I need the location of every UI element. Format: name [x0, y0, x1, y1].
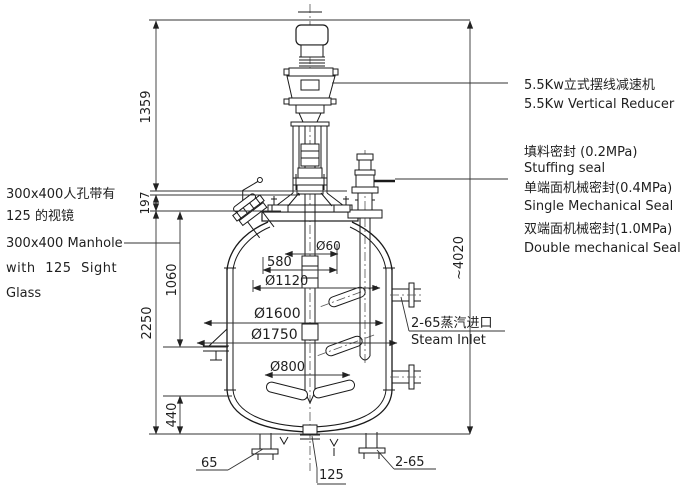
dim-height-1060: 1060	[165, 263, 180, 296]
double-seal-label-cn: 双端面机械密封(1.0MPa)	[524, 221, 672, 237]
manhole-label-cn-line1: 300x400人孔带有	[6, 187, 115, 202]
single-seal-label-cn: 单端面机械密封(0.4MPa)	[524, 180, 672, 196]
top-head-flange	[261, 196, 359, 222]
dim-nozzle-65: 65	[201, 456, 218, 471]
double-seal-label-en: Double mechanical Seal	[524, 241, 681, 256]
steam-inlet-label-en: Steam Inlet	[411, 333, 486, 348]
paddle-lower	[317, 333, 377, 357]
manhole-label-cn-line2: 125 的视镜	[6, 208, 74, 224]
dimension-lines	[124, 19, 508, 485]
reducer-label-cn: 5.5Kw立式摆线减速机	[524, 78, 655, 93]
manhole-label-en-line2: with 125 Sight	[6, 261, 117, 276]
manhole-assembly	[232, 177, 275, 239]
dim-height-1359: 1359	[139, 90, 154, 123]
bottom-blade-left	[265, 381, 309, 401]
dim-dia-1120: Ø1120	[265, 274, 308, 289]
dim-nozzle-2-65: 2-65	[395, 455, 425, 470]
dim-outlet-125: 125	[319, 468, 344, 483]
dim-dia-1750: Ø1750	[251, 327, 298, 343]
dim-height-total: ~4020	[452, 236, 467, 280]
dim-dia-1600: Ø1600	[254, 306, 301, 322]
steam-inlet-nozzles	[390, 282, 424, 390]
paddle-upper	[320, 284, 380, 308]
bottom-blade-right	[312, 379, 356, 399]
steam-inlet-label-cn: 2-65蒸汽进口	[411, 316, 493, 331]
manhole-label-en-line3: Glass	[6, 286, 41, 301]
dimension-labels: 1359 197 2250 1060 440 ~4020 Ø60 580 Ø11…	[138, 90, 467, 483]
callout-labels: 300x400人孔带有 125 的视镜 300x400 Manhole with…	[6, 78, 681, 348]
reducer-label-en: 5.5Kw Vertical Reducer	[524, 97, 675, 112]
mechanical-seal-assembly	[347, 153, 395, 219]
single-seal-label-en: Single Mechanical Seal	[524, 199, 673, 214]
dim-shaft-dia: Ø60	[316, 239, 341, 253]
dim-height-440: 440	[165, 403, 180, 428]
stuffing-box-stand	[271, 121, 351, 213]
dim-height-2250: 2250	[140, 306, 155, 339]
reducer-motor-assembly	[283, 24, 339, 123]
dim-height-197: 197	[138, 192, 152, 215]
stuffing-seal-label-en: Stuffing seal	[524, 161, 605, 176]
dim-580: 580	[267, 255, 292, 270]
support-lug	[203, 328, 229, 361]
dim-dia-800: Ø800	[270, 360, 305, 375]
manhole-label-en-line1: 300x400 Manhole	[6, 236, 123, 251]
stuffing-seal-label-cn: 填料密封 (0.2MPa)	[524, 144, 637, 160]
bottom-nozzles	[251, 424, 386, 460]
